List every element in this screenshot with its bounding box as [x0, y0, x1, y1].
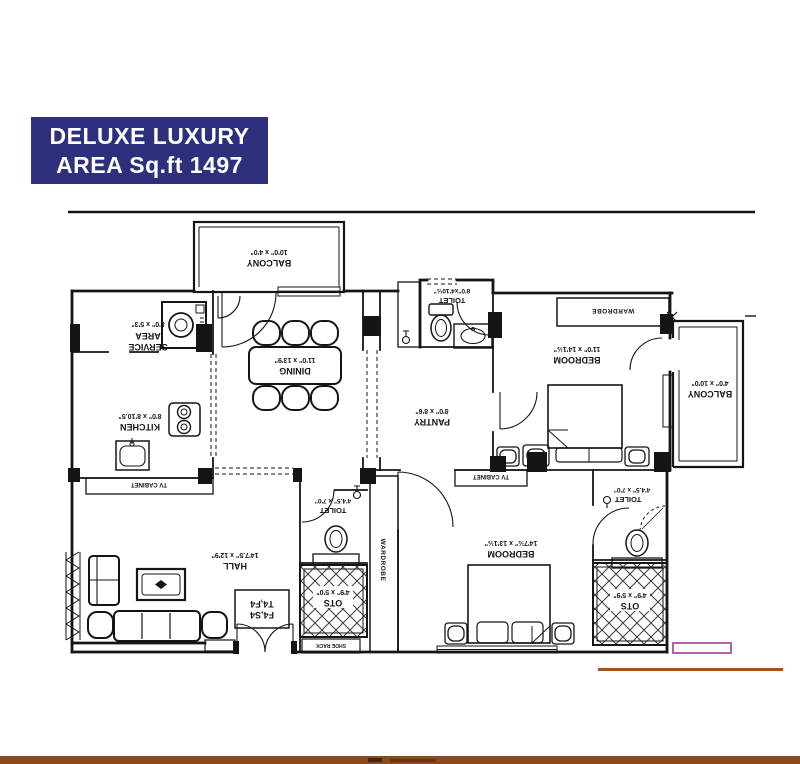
bottom-accent-bar [0, 756, 800, 764]
wc-icon-center [312, 525, 360, 566]
room-balcony-top: BALCONY 10'0" x 4'0" [192, 220, 346, 297]
toilet-right-dims: 4'4.5" x 7'0" [614, 486, 650, 493]
plan-title-line2: AREA Sq.ft 1497 [56, 151, 243, 178]
stove-icon [168, 402, 201, 437]
hall-label: HALL [223, 561, 247, 571]
wardrobe-mid: WARDROBE [369, 475, 399, 653]
pantry-dims: 8'0" x 8'6" [415, 407, 448, 414]
hall-code-line2: T4,F4 [250, 599, 274, 609]
room-bedroom-bottom: BEDROOM 14'7½" x 13'1½" [436, 539, 575, 654]
tv-cabinet-right: TV CABINET [454, 469, 528, 487]
toilet-center-dims: 4'4.5" x 7'0" [315, 497, 351, 504]
entrance-step [204, 639, 236, 652]
hall-dims: 14'7.5" x 12'9" [212, 551, 259, 558]
tv-cabinet-left-label: TV CABINET [131, 481, 167, 487]
ots-right-label: OTS [621, 601, 640, 611]
shoe-rack-label: SHOE RACK [316, 642, 346, 648]
dining-table-icon [248, 346, 342, 385]
bedroom-top-label: BEDROOM [554, 355, 601, 365]
balcony-top-label: BALCONY [247, 258, 292, 268]
room-toilet-right: TOILET 4'4.5" x 7'0" [602, 486, 666, 569]
room-balcony-right: BALCONY 4'0" x 10'0" [662, 319, 745, 469]
room-pantry: PANTRY 8'0" x 8'6" [414, 407, 450, 427]
bottom-bar-mark [390, 759, 436, 762]
kitchen-dims: 8'0" x 8'10.5" [118, 412, 161, 419]
ots-right-dims: 4'9" x 5'9" [613, 591, 646, 598]
bottom-right-accent-line [598, 668, 783, 671]
service-area-label1: SERVICE [128, 342, 167, 352]
shoe-rack: SHOE RACK [301, 638, 361, 654]
bedroom-bottom-label: BEDROOM [488, 549, 535, 559]
sofa-icon [87, 610, 228, 642]
toilet-top-label: TOILET [438, 296, 465, 305]
magenta-outline-box [672, 642, 732, 654]
washbasin-icon [453, 323, 493, 349]
hall-window-hatch [65, 551, 81, 641]
bottom-bar-mark [368, 758, 382, 762]
bed-icon-bottom [467, 564, 551, 644]
dining-dims: 11'0" x 13'9" [275, 356, 316, 363]
dashed-openings [210, 278, 457, 475]
balcony-right-dims: 4'0" x 10'0" [691, 379, 728, 386]
room-toilet-center: TOILET 4'4.5" x 7'0" [312, 485, 362, 566]
kitchen-label: KITCHEN [120, 422, 160, 432]
toilet-right-label: TOILET [614, 495, 641, 504]
plan-title-line1: DELUXE LUXURY [49, 123, 250, 150]
balcony-right-label: BALCONY [688, 389, 733, 399]
ots-right: OTS 4'9" x 5'9" [592, 562, 668, 646]
service-area-dims: 8'0" x 5'3" [131, 320, 164, 327]
loveseat-icon [88, 555, 120, 606]
plan-title-badge: DELUXE LUXURY AREA Sq.ft 1497 [31, 117, 268, 184]
dining-label: DINING [279, 366, 311, 376]
bedroom-bottom-dims: 14'7½" x 13'1½" [485, 539, 538, 547]
toilet-center-label: TOILET [319, 506, 346, 515]
nightstand-icons-bottom [444, 622, 575, 645]
kitchen-sink-icon [115, 438, 150, 471]
toilet-top-dims: 8'0"x4'10½" [434, 287, 470, 295]
ots-center-label: OTS [324, 598, 343, 608]
room-toilet-top: TOILET 8'0"x4'10½" [397, 281, 493, 349]
bed-icon-top [547, 384, 623, 463]
pantry-label: PANTRY [414, 417, 450, 427]
coffee-table-icon [135, 567, 187, 602]
tv-cabinet-right-label: TV CABINET [473, 473, 509, 479]
wardrobe-mid-label: WARDROBE [379, 539, 386, 582]
ots-center: OTS 4'9" x 5'0" [299, 564, 368, 638]
corner-shower [639, 505, 666, 532]
wc-icon-top [428, 303, 454, 342]
room-service-area: SERVICE AREA 8'0" x 5'3" [128, 301, 207, 352]
dining-chairs-icon [252, 320, 339, 411]
ots-center-dims: 4'9" x 5'0" [316, 588, 349, 595]
hall-code-line1: F4,S4 [250, 610, 274, 620]
wardrobe-top-label: WARDROBE [592, 307, 635, 314]
light-point-icon [401, 330, 411, 345]
washing-machine-icon [161, 301, 207, 349]
room-dining: DINING 11'0" x 13'9" [248, 320, 342, 411]
light-point-icon-3 [602, 495, 612, 508]
bedroom-bottom-window [436, 645, 558, 654]
hall-unit-code-box: F4,S4 T4,F4 [234, 589, 290, 629]
bedroom-top-dims: 11'0" x 14'1½" [554, 345, 601, 353]
door-swings [217, 292, 663, 653]
light-point-icon-2 [352, 485, 362, 500]
service-area-label2: AREA [135, 331, 161, 341]
tv-cabinet-left: TV CABINET [85, 477, 214, 495]
site-boundary-lines [68, 210, 756, 323]
balcony-top-dims: 10'0" x 4'0" [250, 248, 287, 255]
room-hall: HALL 14'7.5" x 12'9" F4,S4 T4,F4 [65, 551, 290, 652]
wardrobe-top: WARDROBE [556, 297, 670, 327]
duct-shaft [397, 281, 421, 348]
room-bedroom-top: BEDROOM 11'0" x 14'1½" [496, 345, 650, 467]
nightstand-icons-top [496, 444, 650, 467]
room-kitchen: KITCHEN 8'0" x 8'10.5" [115, 402, 201, 471]
